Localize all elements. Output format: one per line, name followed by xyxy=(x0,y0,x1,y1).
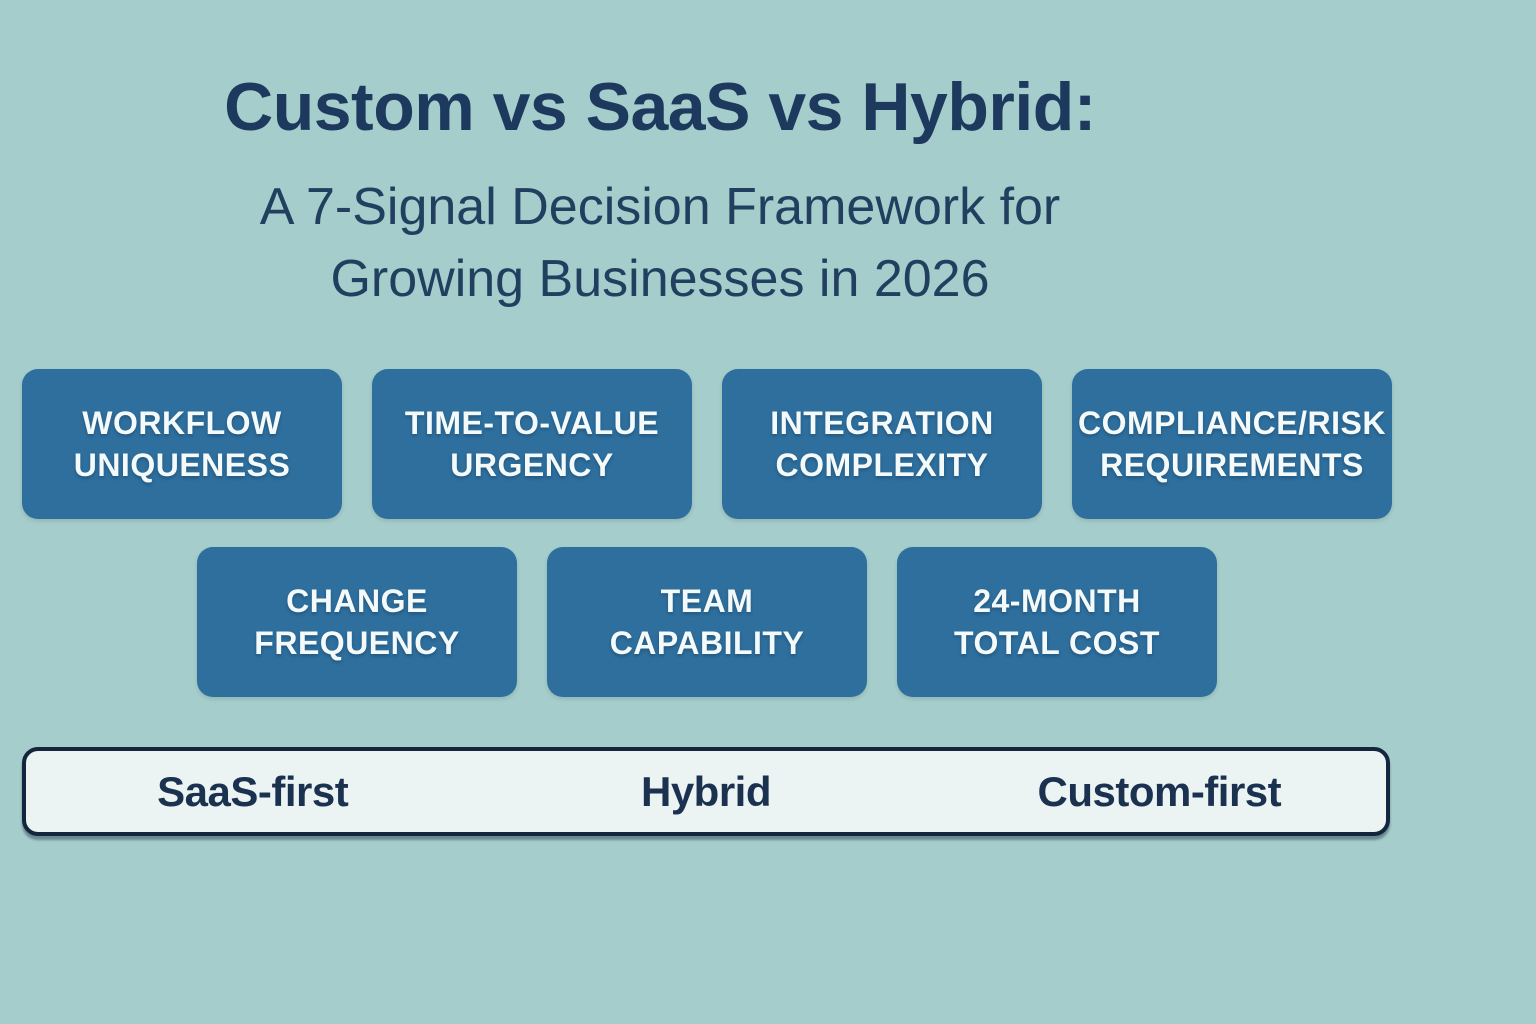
signal-change-frequency: CHANGE FREQUENCY xyxy=(197,547,517,697)
signal-row-1: WORKFLOW UNIQUENESS TIME-TO-VALUE URGENC… xyxy=(20,369,1394,519)
signal-row-2: CHANGE FREQUENCY TEAM CAPABILITY 24-MONT… xyxy=(20,547,1394,697)
subtitle-line-2: Growing Businesses in 2026 xyxy=(330,250,990,309)
signal-time-to-value-urgency: TIME-TO-VALUE URGENCY xyxy=(372,369,692,519)
page-subtitle: A 7-Signal Decision Framework for Growin… xyxy=(0,171,1320,315)
heading-block: Custom vs SaaS vs Hybrid: A 7-Signal Dec… xyxy=(0,69,1320,315)
signal-integration-complexity: INTEGRATION COMPLEXITY xyxy=(722,369,1042,519)
signal-workflow-uniqueness: WORKFLOW UNIQUENESS xyxy=(22,369,342,519)
signal-compliance-risk-requirements: COMPLIANCE/RISK REQUIREMENTS xyxy=(1072,369,1392,519)
outcome-scale-bar: SaaS-first Hybrid Custom-first xyxy=(22,747,1390,836)
signal-team-capability: TEAM CAPABILITY xyxy=(547,547,867,697)
page-title: Custom vs SaaS vs Hybrid: xyxy=(224,69,1096,145)
subtitle-line-1: A 7-Signal Decision Framework for xyxy=(259,178,1061,237)
scale-label-saas-first: SaaS-first xyxy=(157,767,349,815)
scale-label-hybrid: Hybrid xyxy=(640,767,772,815)
signal-24-month-total-cost: 24-MONTH TOTAL COST xyxy=(897,547,1217,697)
scale-label-custom-first: Custom-first xyxy=(1037,767,1282,815)
